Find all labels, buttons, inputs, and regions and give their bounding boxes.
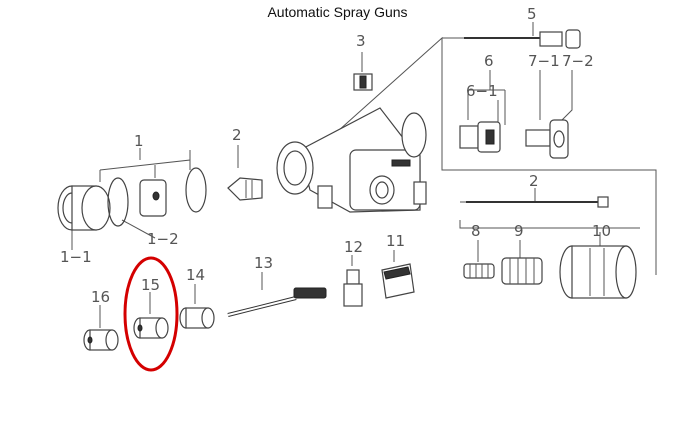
label-14: 14 (186, 266, 205, 284)
label-1-1: 1−1 (60, 248, 92, 266)
part-5-needle (464, 29, 581, 49)
label-2-upper: 2 (232, 126, 242, 144)
label-13: 13 (254, 254, 273, 272)
diagram-title: Automatic Spray Guns (267, 4, 408, 20)
label-7-1: 7−1 (528, 52, 560, 70)
label-2-lower: 2 (529, 172, 539, 190)
label-6: 6 (484, 52, 494, 70)
label-11: 11 (386, 232, 405, 250)
part-labels: 1 1−1 1−2 2 3 5 6 6−1 7−1 7−2 2 8 9 10 1… (60, 5, 611, 306)
leader-lines (71, 22, 657, 328)
label-6-1: 6−1 (466, 82, 498, 100)
label-3: 3 (356, 32, 366, 50)
label-10: 10 (592, 222, 611, 240)
part-9-spring (501, 257, 543, 285)
label-1: 1 (134, 132, 144, 150)
part-1-air-cap-assembly (57, 167, 207, 231)
highlight-ring (123, 256, 179, 372)
label-5: 5 (527, 5, 537, 23)
part-15-cylinder (133, 317, 169, 339)
label-9: 9 (514, 222, 524, 240)
part-3-fitting (353, 73, 373, 91)
part-8-spring (463, 263, 495, 279)
part-13-brush (227, 287, 327, 317)
part-11-seal (381, 263, 415, 299)
gun-body (276, 107, 427, 213)
part-6-piston (459, 121, 501, 153)
part-16-cylinder (83, 329, 119, 351)
label-8: 8 (471, 222, 481, 240)
part-10-adjusting-knob (559, 245, 637, 299)
label-7-2: 7−2 (562, 52, 594, 70)
part-14-fitting (179, 307, 215, 329)
label-12: 12 (344, 238, 363, 256)
label-15: 15 (141, 276, 160, 294)
part-2-needle-rod (466, 196, 609, 208)
part-12-plug (343, 269, 363, 307)
label-16: 16 (91, 288, 110, 306)
label-1-2: 1−2 (147, 230, 179, 248)
part-7-piston-head (525, 119, 569, 159)
part-2-fluid-nozzle (227, 177, 263, 201)
